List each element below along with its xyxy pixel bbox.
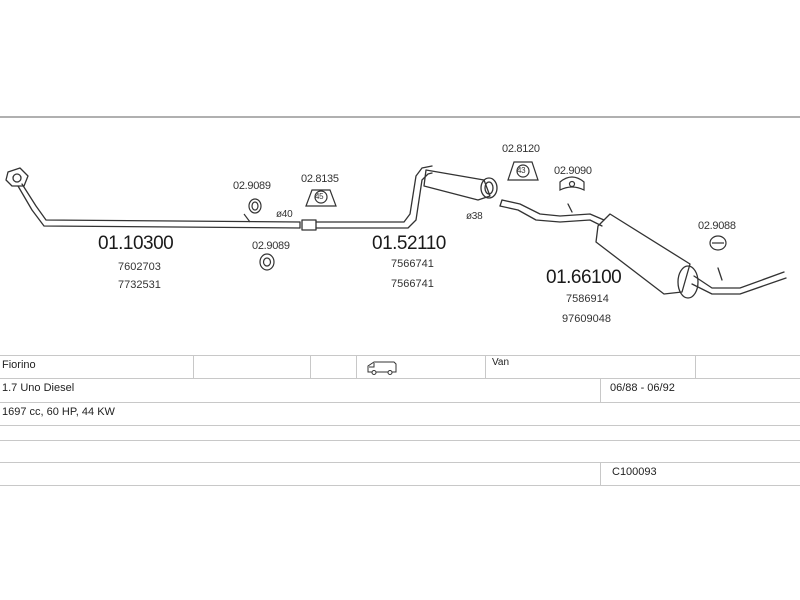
middle-silencer [423,169,498,201]
gasket-upper-label: 02.9089 [233,180,271,192]
front-pipe-number: 01.10300 [98,233,174,254]
van-icon [367,361,397,375]
clamp-rear-label: 02.8120 [502,143,540,155]
middle-silencer-ref-2: 7566741 [391,278,434,290]
middle-silencer-ref-1: 7566741 [391,258,434,270]
vehicle-years: 06/88 - 06/92 [610,382,675,394]
vehicle-model: Fiorino [2,359,36,371]
gasket-lower-label: 02.9089 [252,240,290,252]
middle-silencer-pipe [315,165,433,229]
clamp-rear-icon [507,161,539,181]
rear-connection-pipe [499,199,605,227]
tail-hanger [717,267,723,281]
vehicle-code: C100093 [612,466,657,478]
mount-upper-label: 02.9090 [554,165,592,177]
tail-pipe [691,271,787,295]
middle-silencer-number: 01.52110 [372,233,446,254]
gasket-upper-icon [248,198,262,214]
vehicle-engine: 1.7 Uno Diesel [2,382,75,394]
gasket-lower-icon [259,253,275,271]
rear-silencer-ref-1: 7586914 [566,293,609,305]
rear-silencer-ref-2: 97609048 [562,313,611,325]
front-flange [5,167,29,187]
front-pipe-ref-1: 7602703 [118,261,161,273]
front-pipe-ref-2: 7732531 [118,279,161,291]
vehicle-specs: 1697 cc, 60 HP, 44 KW [2,406,115,418]
mount-rear-label: 02.9088 [698,220,736,232]
front-pipe [17,183,301,229]
clamp-mid-label: 02.8135 [301,173,339,185]
clamp-rear-size: 43 [517,166,526,175]
ring-marker [243,213,251,223]
exhaust-system-diagram [5,161,787,299]
mount-upper-icon [559,176,585,191]
diameter-40-label: ø40 [276,209,293,220]
joint-sleeve [301,219,317,231]
clamp-mid-size: 45 [315,192,324,201]
vehicle-body-type: Van [492,357,510,368]
clamp-mid-icon [305,189,337,207]
mount-rear-icon [709,235,727,251]
top-border [0,116,800,118]
diameter-38-label: ø38 [466,211,483,222]
rear-silencer [595,213,699,299]
rear-silencer-number: 01.66100 [546,267,622,288]
